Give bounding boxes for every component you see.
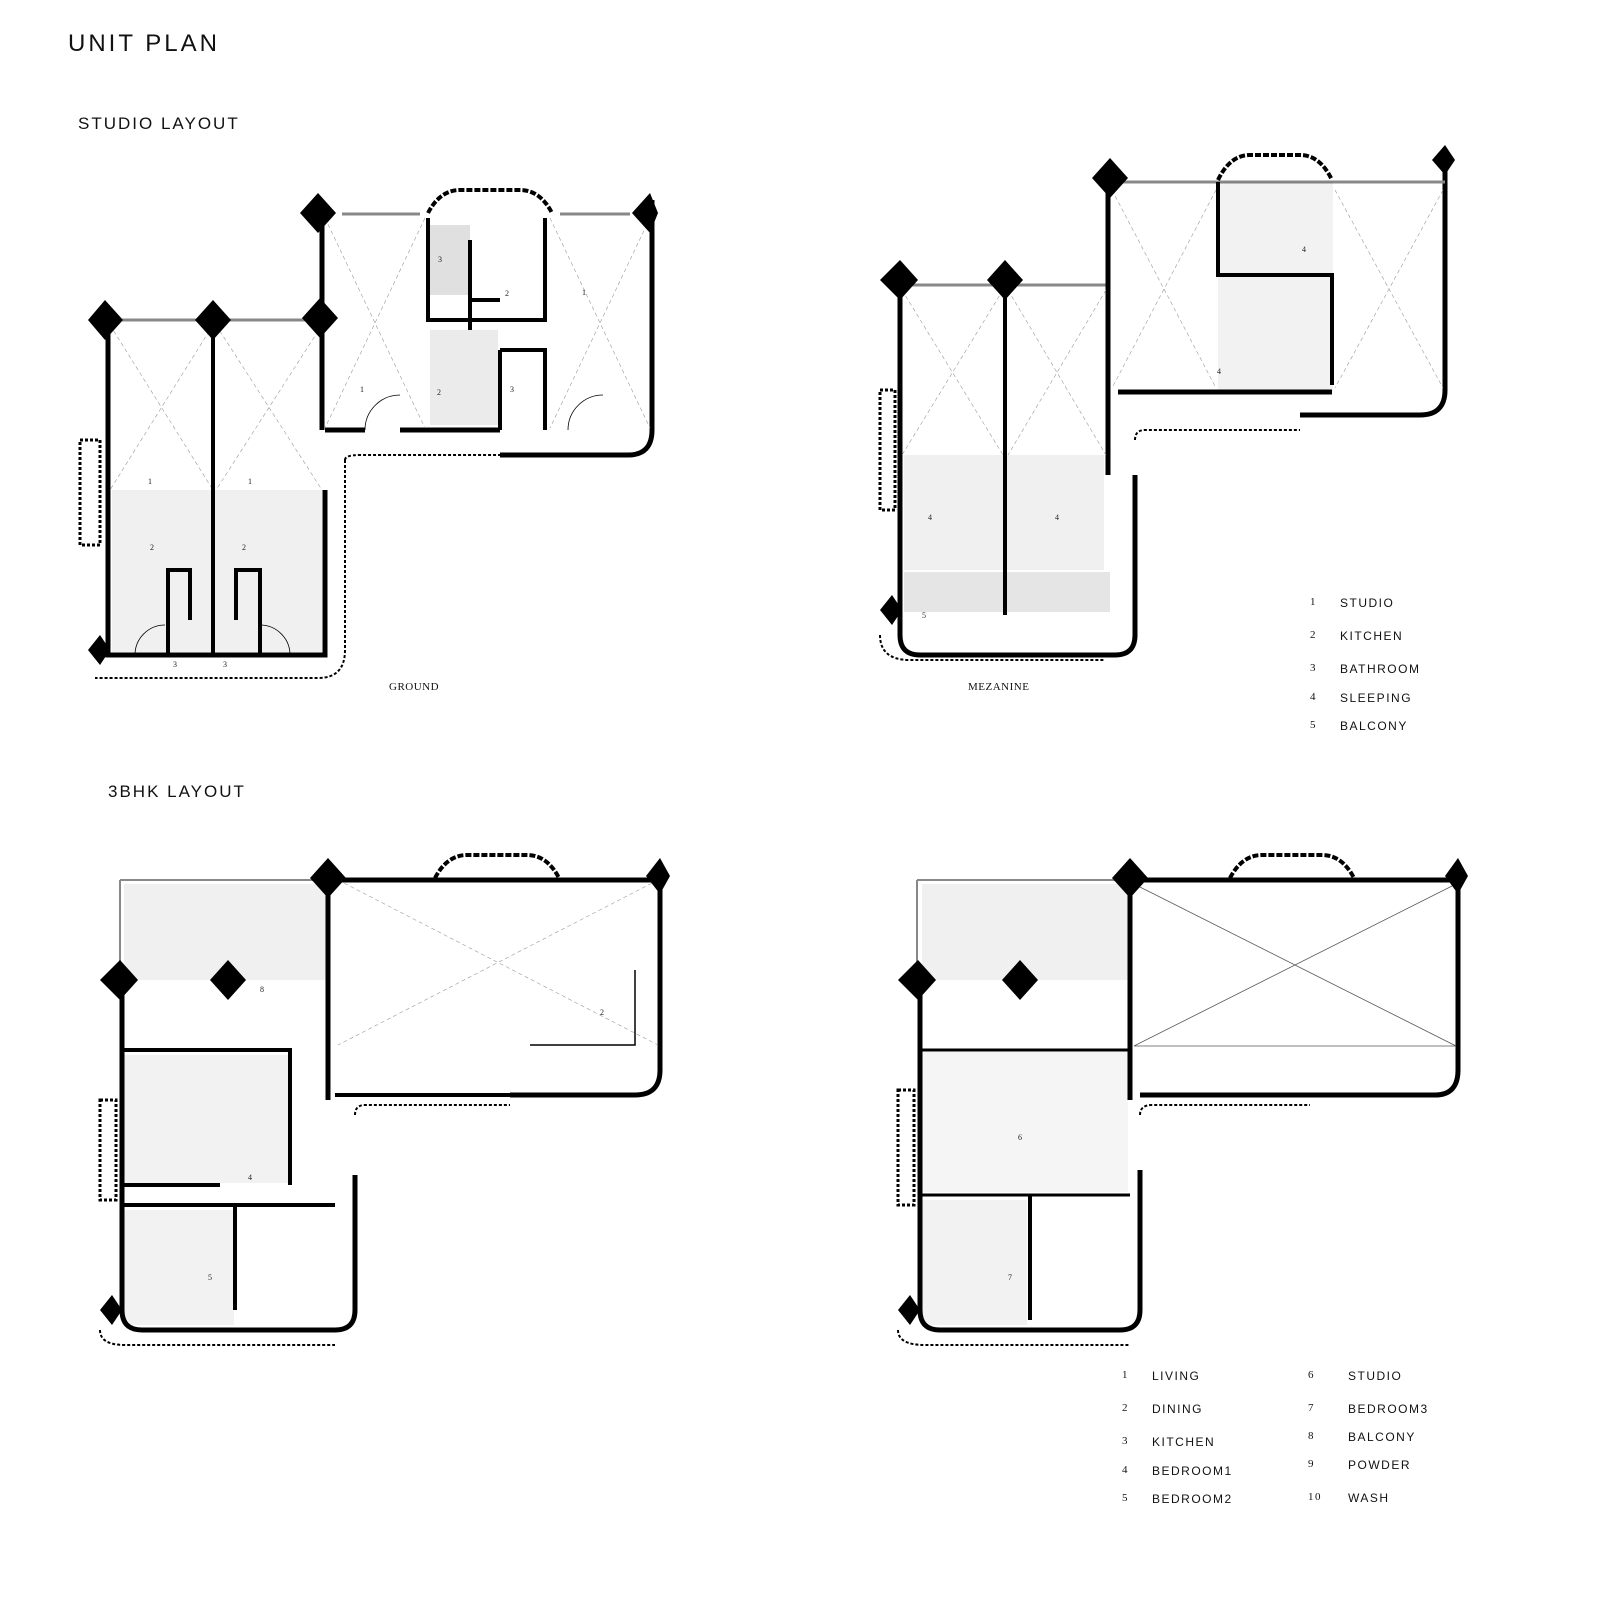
studio-mezanine-plan: 4 4 4 4 5 <box>878 145 1455 661</box>
room-tag: 4 <box>1055 513 1059 522</box>
room-tag: 5 <box>922 611 926 620</box>
section-title-3bhk: 3BHK LAYOUT <box>108 782 246 801</box>
3bhk-plan-lower: 2 4 5 8 <box>98 853 670 1346</box>
room-tag: 1 <box>582 288 586 297</box>
caption-mezanine: MEZANINE <box>968 681 1030 693</box>
page-title: UNIT PLAN <box>68 30 220 57</box>
room-tag: 3 <box>438 255 442 264</box>
room-tag: 2 <box>505 289 509 298</box>
room-tag: 8 <box>260 985 264 994</box>
caption-ground: GROUND <box>389 681 440 693</box>
room-tag: 2 <box>242 543 246 552</box>
room-tag: 1 <box>248 477 252 486</box>
section-title-studio: STUDIO LAYOUT <box>78 114 240 133</box>
room-tag: 2 <box>600 1008 604 1017</box>
room-tag: 5 <box>208 1273 212 1282</box>
room-tag: 3 <box>510 385 514 394</box>
room-tag: 3 <box>173 660 177 669</box>
room-tag: 4 <box>928 513 932 522</box>
3bhk-plan-upper: 6 7 <box>896 853 1468 1346</box>
room-tag: 2 <box>150 543 154 552</box>
room-tag: 6 <box>1018 1133 1022 1142</box>
room-tag: 4 <box>248 1173 252 1182</box>
room-tag: 7 <box>1008 1273 1012 1282</box>
room-tag: 4 <box>1302 245 1306 254</box>
room-tag: 1 <box>148 477 152 486</box>
room-tag: 1 <box>360 385 364 394</box>
room-tag: 4 <box>1217 367 1221 376</box>
studio-ground-plan: 1 1 2 2 3 3 1 1 3 2 2 3 <box>78 188 658 679</box>
room-tag: 2 <box>437 388 441 397</box>
room-tag: 3 <box>223 660 227 669</box>
